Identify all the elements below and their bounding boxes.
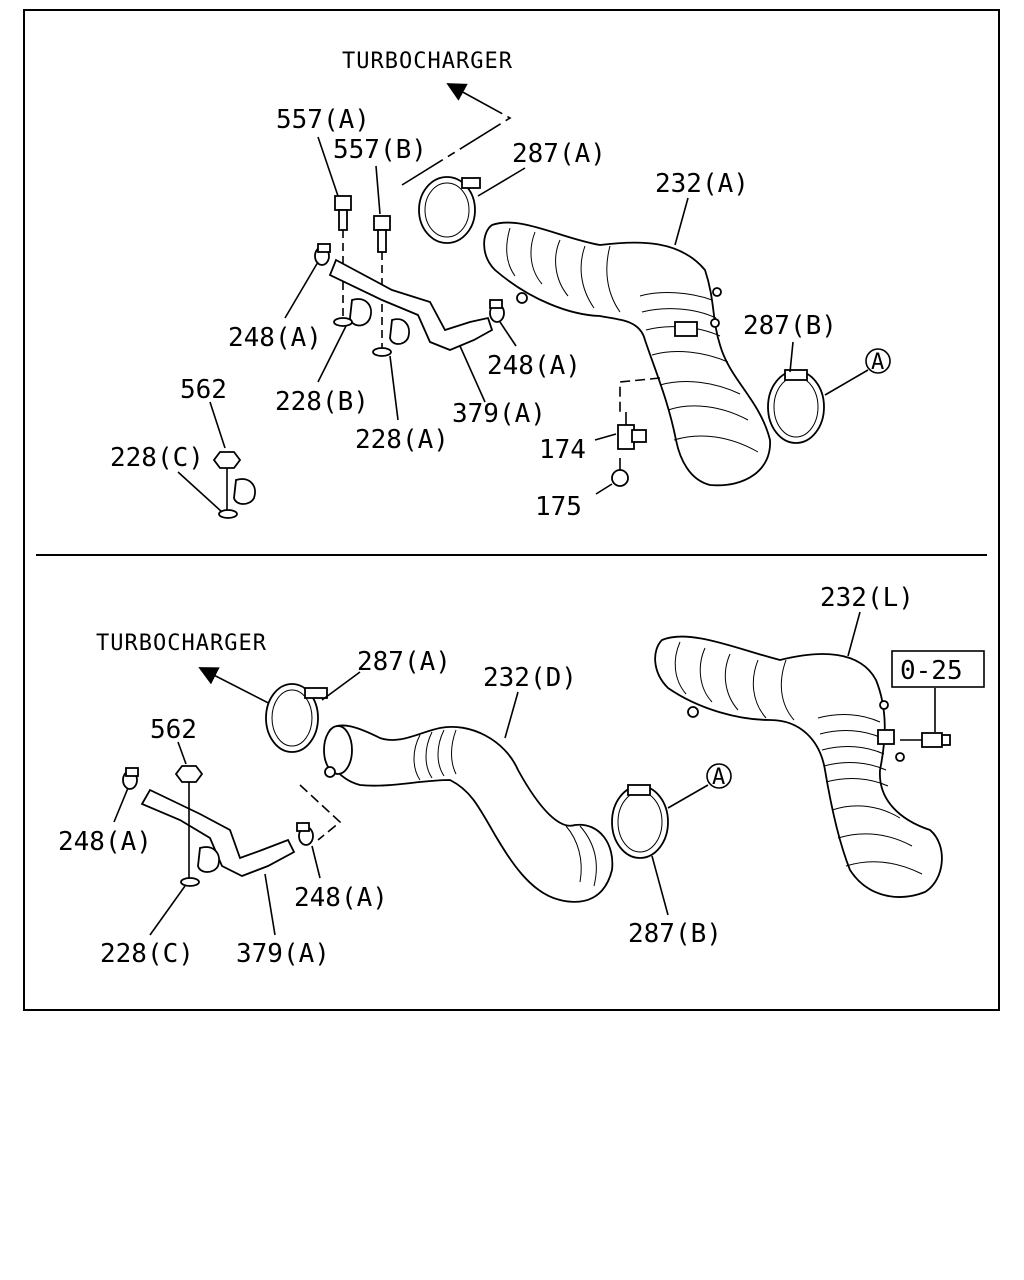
top-ref-a: A [871,350,885,375]
top-turbocharger-arrow [401,83,512,186]
bottom-ref-box-text: 0-25 [900,656,963,686]
bottom-label-232d: 232(D) [483,663,577,693]
top-label-379a: 379(A) [452,399,546,429]
bottom-ref-circle-a [706,763,732,789]
top-label-174: 174 [539,435,586,465]
bottom-ref-a: A [712,765,726,790]
top-hose-232a [483,221,771,487]
top-nut-562 [212,451,242,510]
top-bracket-228a [372,318,410,357]
top-panel: TURBOCHARGER 287(A) [110,49,891,522]
bottom-ref-box [891,650,985,688]
top-ref-circle-a [865,348,891,374]
bottom-nut-562 [174,765,204,880]
bottom-clamp-287b [611,784,669,859]
top-label-228c: 228(C) [110,443,204,473]
top-bolt-557b [373,215,391,348]
bottom-hose-232d [323,724,614,903]
top-label-557a: 557(A) [276,105,370,135]
top-label-562: 562 [180,375,227,405]
top-clamp-287b [767,369,825,444]
top-label-175: 175 [535,492,582,522]
bottom-label-232l: 232(L) [820,583,914,613]
top-label-248a-right: 248(A) [487,351,581,381]
top-valve-174 [617,412,647,450]
bottom-label-228c: 228(C) [100,939,194,969]
top-turbocharger-label: TURBOCHARGER [342,49,513,74]
top-label-228a: 228(A) [355,425,449,455]
bottom-clamp-287a [265,683,328,753]
top-bolt-557a [334,195,352,320]
top-clip-248a-left [314,243,331,266]
bottom-label-379a: 379(A) [236,939,330,969]
top-clamp-287a [418,176,481,244]
bottom-sensor [900,732,951,748]
bottom-label-287b: 287(B) [628,919,722,949]
top-label-557b: 557(B) [333,135,427,165]
bottom-pipe-379a [140,788,296,877]
bottom-label-248a-left: 248(A) [58,827,152,857]
top-label-232a: 232(A) [655,169,749,199]
top-label-248a-left: 248(A) [228,323,322,353]
top-bracket-228b [333,298,372,327]
top-pipe-379a [328,258,494,351]
top-label-228b: 228(B) [275,387,369,417]
bottom-clip-248a-right [296,822,314,846]
top-clip-248a-right [489,299,505,323]
diagram-frame [23,9,1000,1011]
top-bracket-228c [218,478,256,519]
top-label-287b: 287(B) [743,311,837,341]
bottom-clip-248a-left [122,767,139,790]
top-label-287a: 287(A) [512,139,606,169]
bottom-label-562: 562 [150,715,197,745]
bottom-label-287a: 287(A) [357,647,451,677]
bottom-panel: TURBOCHARGER 287(A) 232(D) [58,583,985,969]
top-screw-175 [611,458,629,487]
bottom-label-248a-right: 248(A) [294,883,388,913]
bottom-hose-232l [654,635,943,898]
bottom-turbocharger-label: TURBOCHARGER [96,631,267,656]
bottom-bracket-228c [180,846,220,887]
